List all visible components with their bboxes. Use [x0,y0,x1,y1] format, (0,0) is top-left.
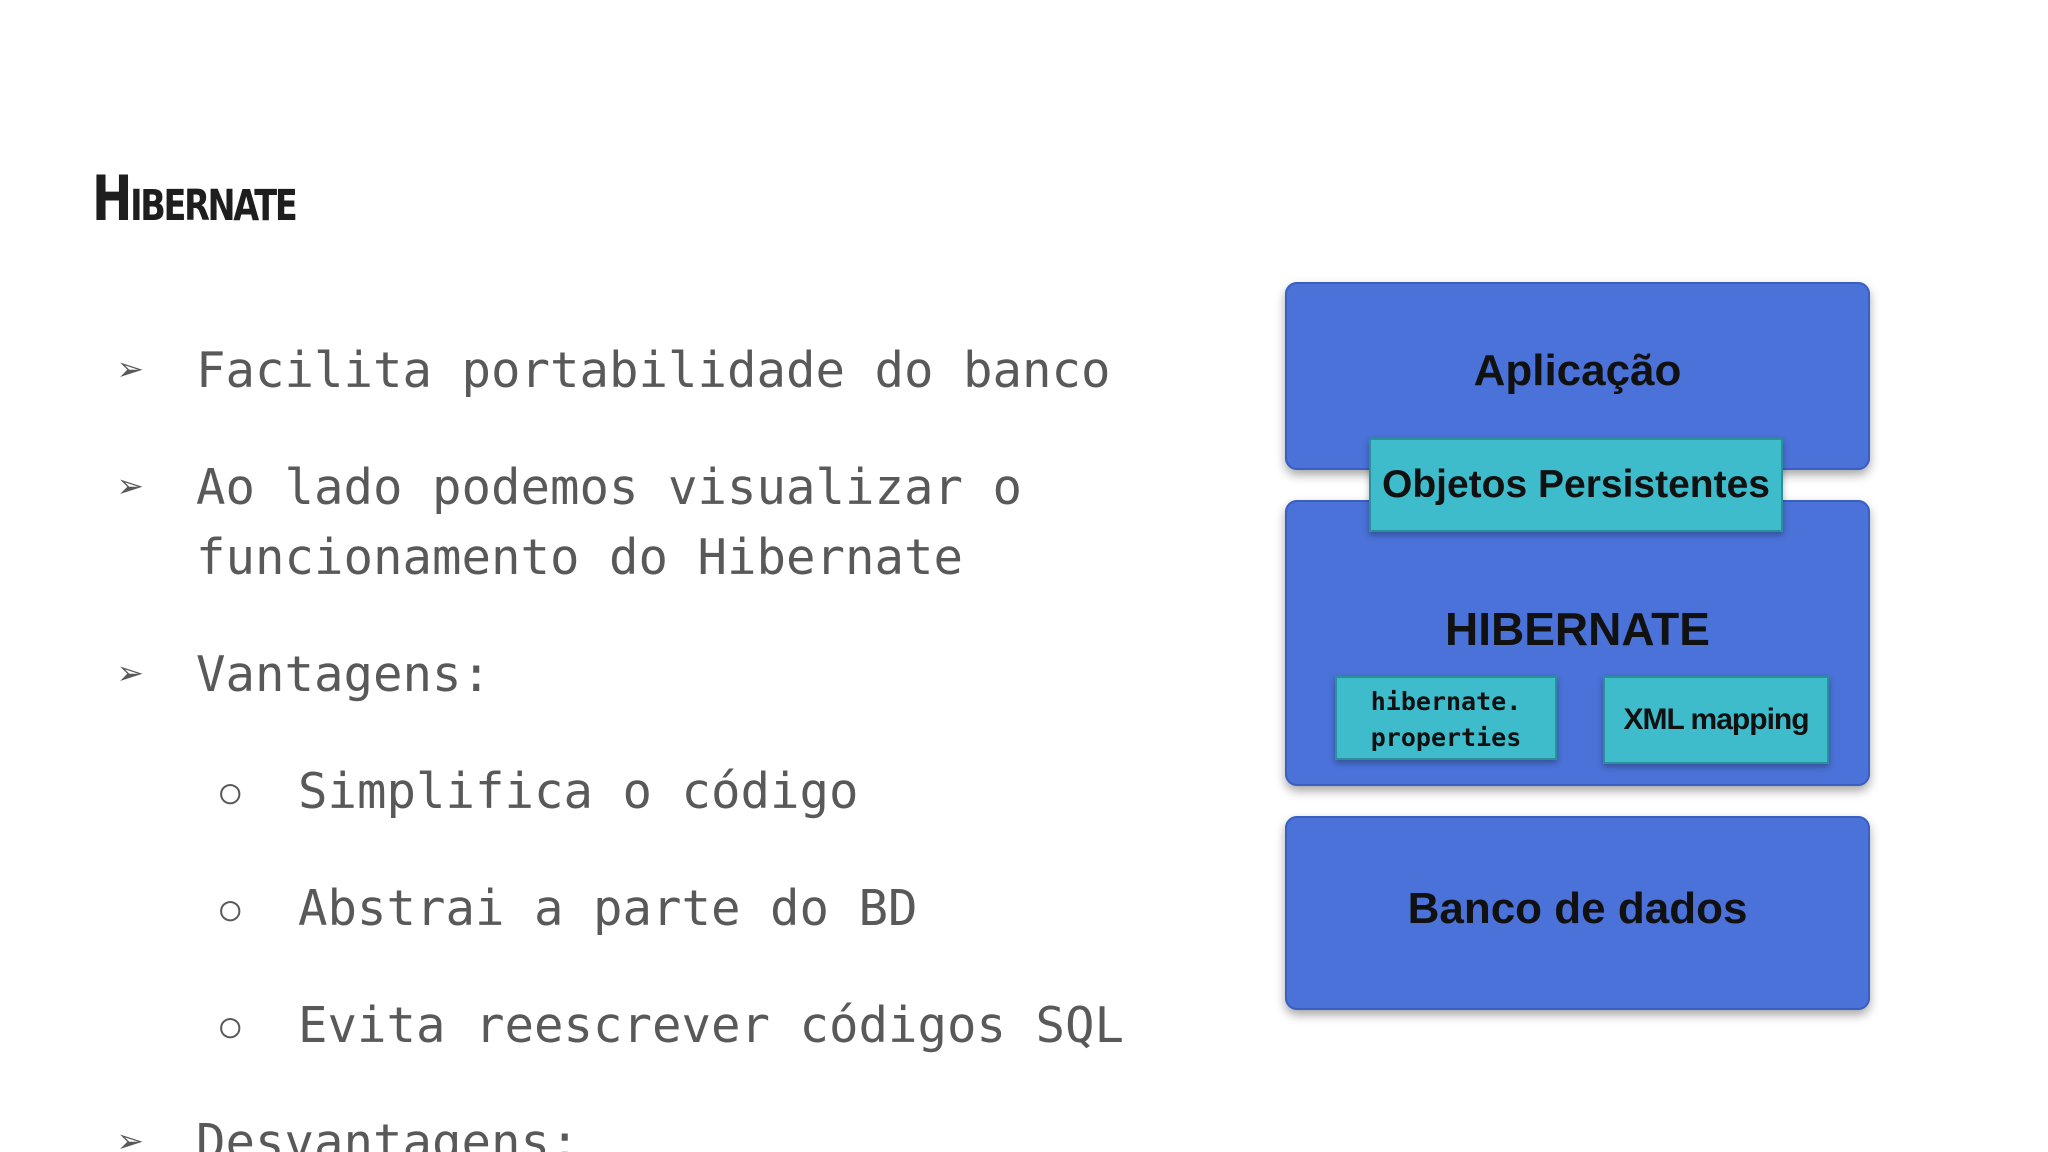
database-label: Banco de dados [1407,884,1748,933]
bullet-text: Abstrai a parte do BD [298,880,918,937]
bullet-text: Desvantagens: [196,1114,580,1152]
bullet-text: Vantagens: [196,646,492,703]
persistent-objects-box: Objetos Persistentes [1369,438,1783,532]
hibernate-label: HIBERNATE [1445,603,1710,655]
hibernate-properties-box: hibernate. properties [1335,676,1557,760]
database-layer: Banco de dados [1285,816,1870,1010]
bullet-text: Simplifica o código [298,763,859,820]
circle-bullet-icon: ○ [220,889,241,929]
arrow-bullet-icon: ➢ [118,1117,145,1152]
circle-bullet-icon: ○ [220,1006,241,1046]
arrow-bullet-icon: ➢ [118,649,145,700]
circle-bullet-icon: ○ [220,772,241,812]
bullet-text: funcionamento do Hibernate [196,529,964,586]
bullet-list: ➢ Facilita portabilidade do banco ➢ Ao l… [118,342,1125,1152]
bullet-text: Ao lado podemos visualizar o [196,459,1023,516]
slide-title: Hibernate [92,162,298,235]
bullet-text: Evita reescrever códigos SQL [298,997,1125,1054]
arrow-bullet-icon: ➢ [118,462,145,513]
xml-mapping-box: XML mapping [1603,676,1829,764]
arrow-bullet-icon: ➢ [118,345,145,396]
bullet-text: Facilita portabilidade do banco [196,342,1111,399]
application-label: Aplicação [1473,346,1682,395]
hibernate-architecture-diagram: Aplicação HIBERNATE Objetos Persistentes… [1285,278,1885,1018]
